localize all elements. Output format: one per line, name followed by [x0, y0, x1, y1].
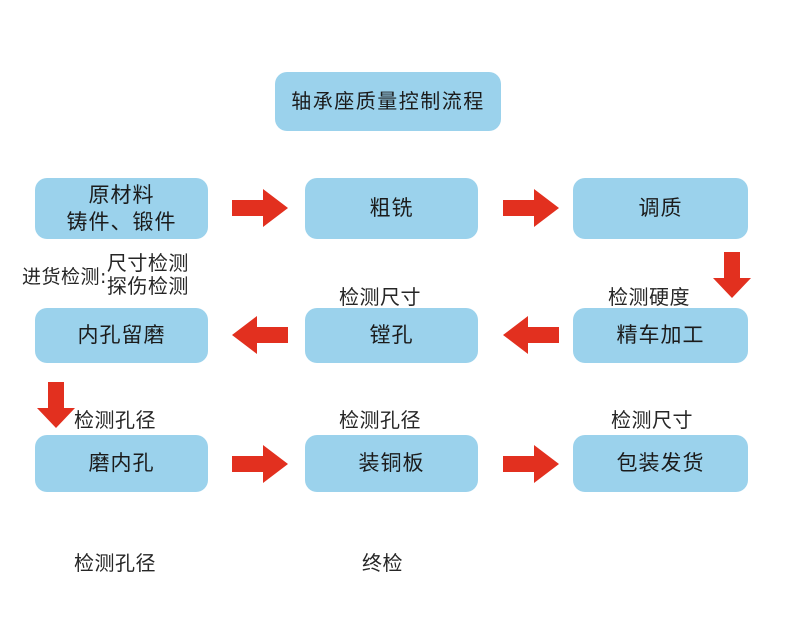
process-box-bore-reserve-grind[interactable]: 内孔留磨	[35, 308, 208, 363]
arrow-down-icon	[37, 382, 75, 428]
arrow-left-icon	[232, 316, 288, 354]
process-box-grind-inner-bore[interactable]: 磨内孔	[35, 435, 208, 492]
caption-check-bore-diameter-1: 检测孔径	[74, 385, 156, 432]
process-box-label: 精车加工	[616, 323, 705, 348]
caption-text: 检测尺寸	[339, 284, 421, 309]
caption-text: 终检	[362, 550, 403, 575]
caption-text: 检测孔径	[74, 407, 156, 432]
process-box-label: 调质	[638, 196, 683, 221]
diagram-title-label: 轴承座质量控制流程	[291, 88, 485, 113]
caption-text: 检测孔径	[74, 550, 156, 575]
process-box-label: 磨内孔	[88, 451, 155, 476]
process-box-label: 装铜板	[358, 451, 425, 476]
process-box-raw-material[interactable]: 原材料 铸件、锻件	[35, 178, 208, 239]
diagram-title-box: 轴承座质量控制流程	[275, 72, 501, 131]
caption-check-dimension-2: 检测尺寸	[611, 385, 693, 432]
arrow-left-icon	[503, 316, 559, 354]
process-box-label: 镗孔	[369, 323, 414, 348]
process-box-rough-milling[interactable]: 粗铣	[305, 178, 478, 239]
caption-check-dimension-1: 检测尺寸	[339, 262, 421, 309]
caption-text: 尺寸检测 探伤检测	[106, 251, 189, 298]
process-box-boring[interactable]: 镗孔	[305, 308, 478, 363]
caption-text: 检测孔径	[339, 407, 421, 432]
process-box-label: 粗铣	[369, 196, 414, 221]
caption-final-inspection: 终检	[362, 528, 403, 575]
arrow-right-icon	[232, 189, 288, 227]
arrow-right-icon	[232, 445, 288, 483]
process-box-label: 包装发货	[616, 451, 705, 476]
process-box-label: 原材料 铸件、锻件	[66, 182, 177, 234]
arrow-right-icon	[503, 189, 559, 227]
caption-lead-label: 进货检测:	[22, 265, 107, 288]
caption-check-bore-diameter-3: 检测孔径	[74, 528, 156, 575]
caption-incoming-inspection: 进货检测: 尺寸检测 探伤检测	[22, 252, 189, 298]
process-box-install-copper-plate[interactable]: 装铜板	[305, 435, 478, 492]
arrow-down-icon	[713, 252, 751, 298]
caption-text: 检测硬度	[608, 284, 690, 309]
process-box-packing-shipment[interactable]: 包装发货	[573, 435, 748, 492]
caption-check-bore-diameter-2: 检测孔径	[339, 385, 421, 432]
arrow-right-icon	[503, 445, 559, 483]
process-box-label: 内孔留磨	[77, 323, 166, 348]
process-box-quench-temper[interactable]: 调质	[573, 178, 748, 239]
caption-check-hardness: 检测硬度	[608, 262, 690, 309]
caption-text: 检测尺寸	[611, 407, 693, 432]
process-box-finish-turning[interactable]: 精车加工	[573, 308, 748, 363]
